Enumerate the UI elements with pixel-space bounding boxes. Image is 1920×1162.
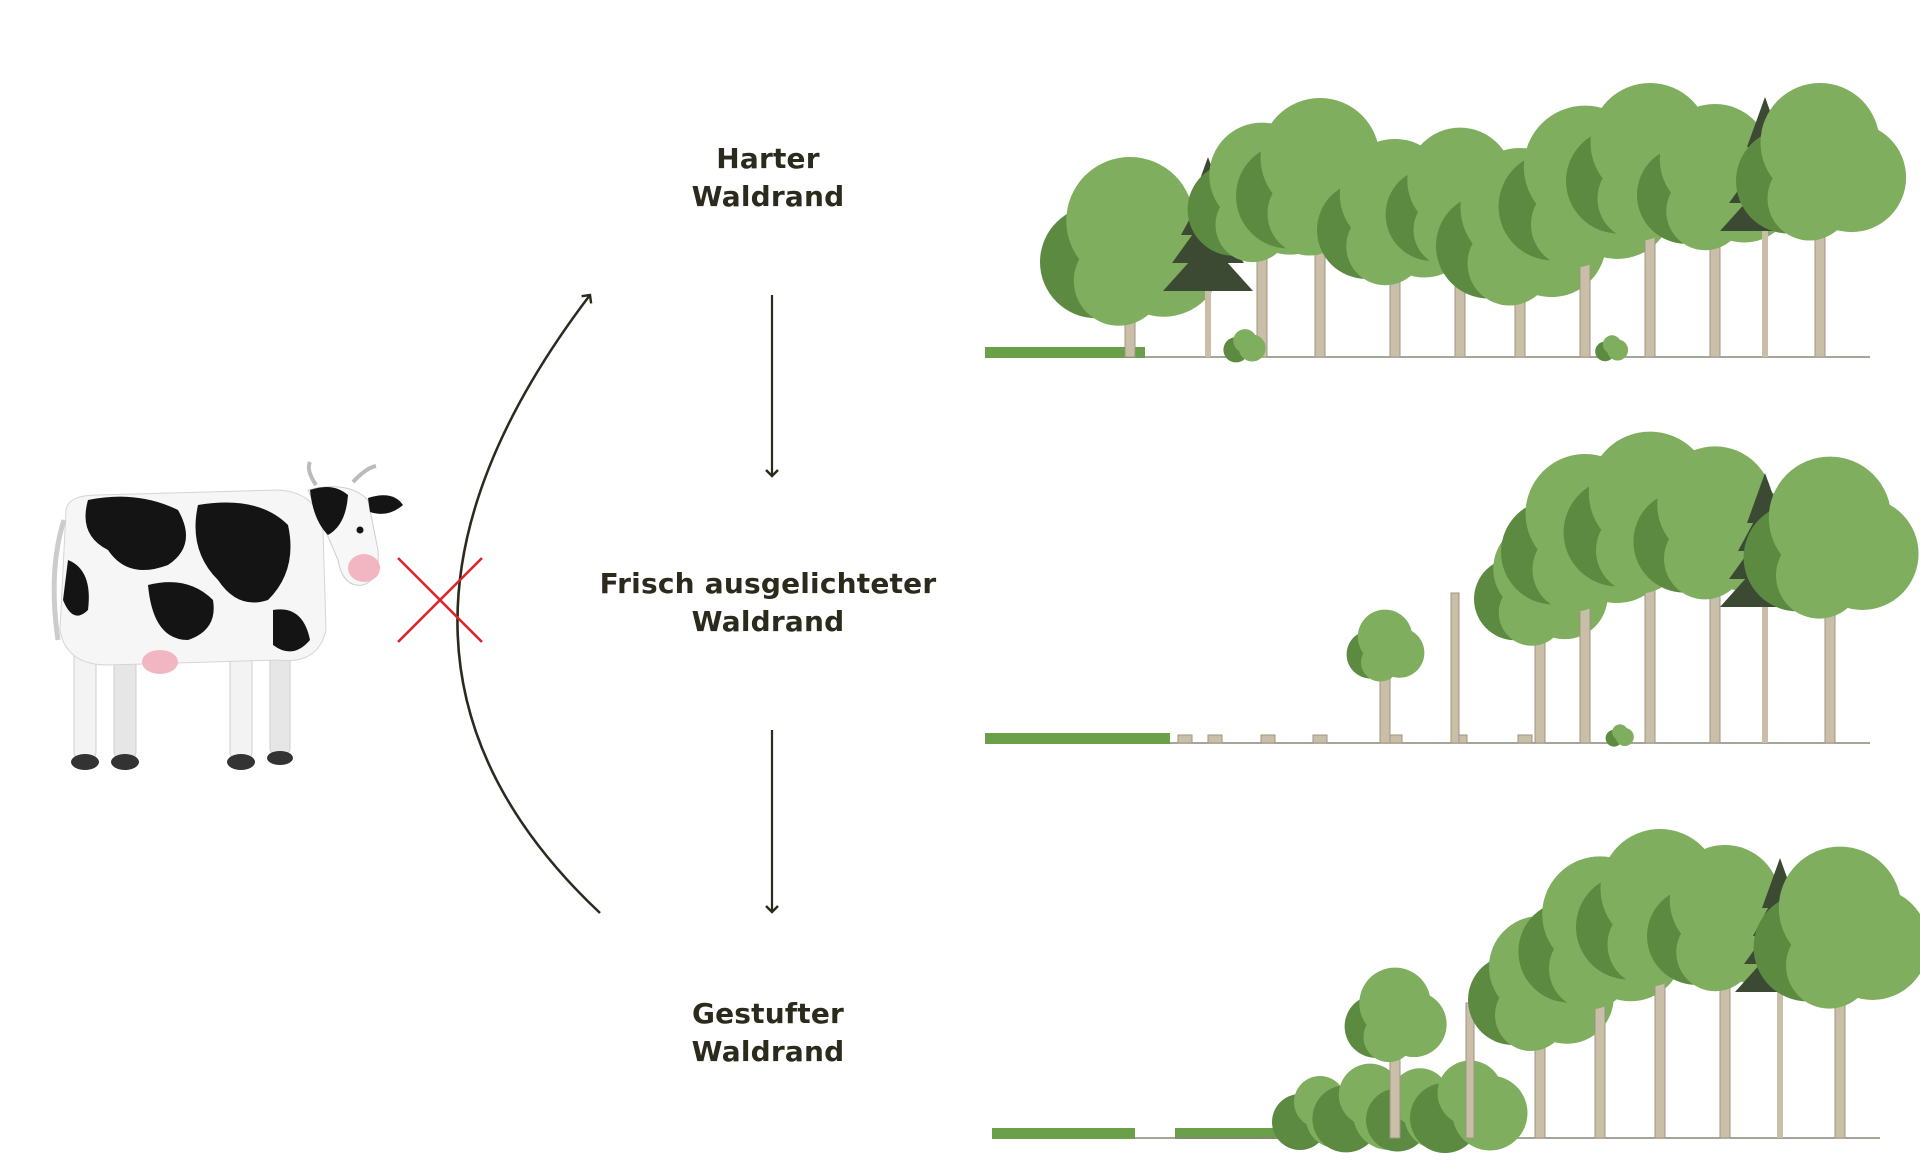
tree-stump (1517, 734, 1533, 744)
red-cross-icon (397, 557, 483, 643)
deciduous-tree (1743, 456, 1919, 744)
grass-strip (1175, 1128, 1300, 1139)
grass-strip (985, 733, 1170, 744)
shrub (1605, 724, 1634, 747)
curved-arrow (456, 293, 601, 914)
forest-stepped-edge (992, 829, 1920, 1153)
stage-label-thinned-edge: Frisch ausgelichteter Waldrand (599, 567, 937, 638)
deciduous-tree (1346, 609, 1425, 744)
tree-stump (1207, 734, 1223, 744)
stage-label-stepped-edge: Gestufter Waldrand (691, 997, 845, 1068)
forest-hard-edge (985, 83, 1907, 363)
forest-thinned-edge (985, 431, 1919, 747)
cow-icon (51, 461, 403, 770)
grass-strip (992, 1128, 1135, 1139)
tree-stump (1177, 734, 1193, 744)
deciduous-tree (1736, 83, 1907, 358)
stage-label-hard-edge: Harter Waldrand (691, 142, 845, 213)
bare-trunk (1450, 592, 1460, 744)
deciduous-tree (1344, 967, 1447, 1139)
shrub (1223, 329, 1266, 363)
tree-stump (1312, 734, 1328, 744)
deciduous-tree (1753, 846, 1920, 1139)
bare-trunk (1465, 1002, 1475, 1139)
grass-strip (985, 347, 1145, 358)
tree-stump (1260, 734, 1276, 744)
shrub (1595, 335, 1629, 362)
